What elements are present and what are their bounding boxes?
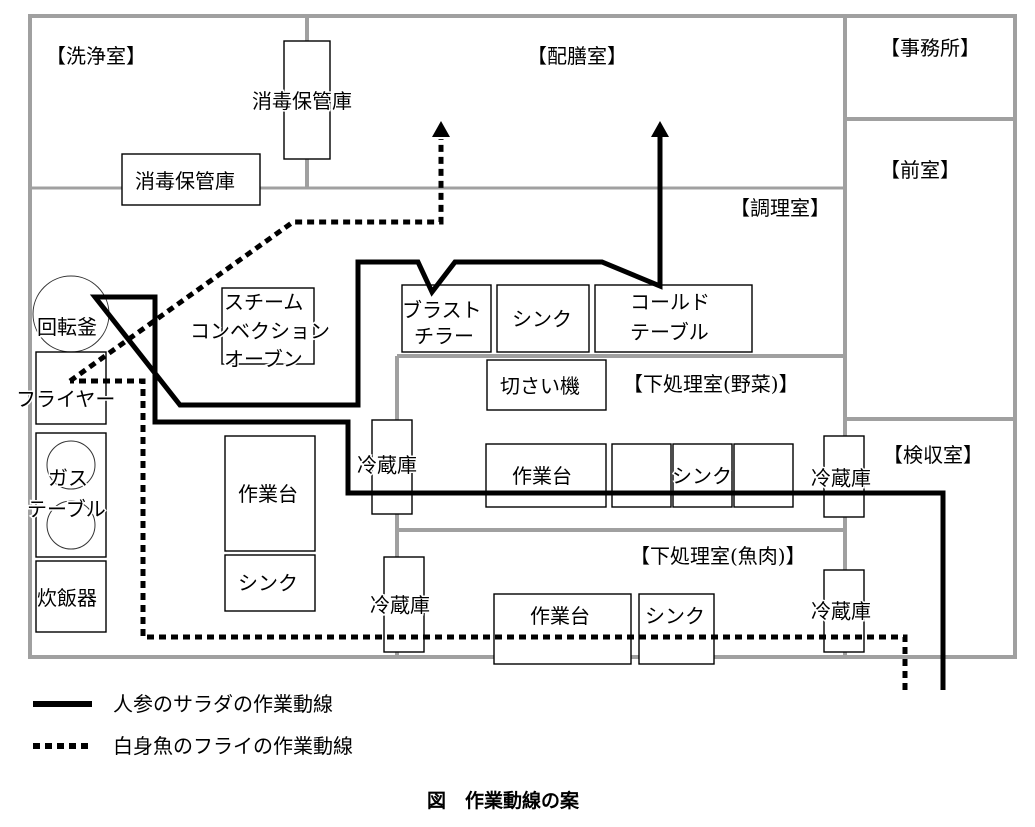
carrot-salad-arrowhead bbox=[651, 121, 669, 137]
steam-oven-label-2: コンベクション bbox=[190, 319, 330, 343]
blast-chiller-label-1: ブラスト bbox=[402, 298, 482, 322]
rice-cooker-label: 炊飯器 bbox=[37, 586, 97, 610]
equipment: 消毒保管庫 消毒保管庫 回転釜 フライヤー ガス テーブル 炊飯器 スチーム コ… bbox=[15, 40, 873, 665]
work-table-cooking bbox=[224, 435, 316, 552]
cold-table-label-2: テーブル bbox=[630, 320, 709, 344]
fridge-veg-left bbox=[371, 419, 413, 515]
room-labels: 【洗浄室】 【配膳室】 【事務所】 【前室】 【調理室】 【下処理室(野菜)】 … bbox=[46, 36, 983, 568]
gas-table-box bbox=[35, 432, 107, 558]
white-fish-fry-arrowhead bbox=[432, 121, 450, 137]
rice-cooker-box bbox=[35, 560, 107, 633]
work-table-fish bbox=[493, 593, 632, 665]
room-label-cooking: 【調理室】 bbox=[730, 196, 830, 220]
gas-burner-2 bbox=[46, 500, 96, 550]
steam-convection-oven-box bbox=[221, 287, 315, 365]
rotary-kettle-label: 回転釜 bbox=[37, 315, 97, 339]
sterile-storage-vertical bbox=[283, 40, 331, 160]
fridge-fish-right-label: 冷蔵庫 bbox=[811, 599, 871, 623]
room-label-serving: 【配膳室】 bbox=[527, 44, 627, 68]
fridge-veg-right bbox=[823, 435, 865, 518]
slicer-box bbox=[486, 359, 607, 411]
slicer-label: 切さい機 bbox=[500, 374, 580, 398]
work-table-veg bbox=[485, 443, 607, 508]
gas-table-label-1: ガス bbox=[48, 466, 88, 490]
sterile-storage-horizontal-label: 消毒保管庫 bbox=[135, 169, 235, 193]
work-table-veg-label: 作業台 bbox=[512, 464, 572, 488]
sink-veg-segment-3 bbox=[733, 443, 794, 508]
room-label-prep-fish: 【下処理室(魚肉)】 bbox=[630, 544, 806, 568]
gas-table-label-2: テーブル bbox=[27, 497, 106, 521]
room-label-office: 【事務所】 bbox=[880, 36, 980, 60]
sink-cooking bbox=[224, 554, 316, 612]
fridge-veg-left-label: 冷蔵庫 bbox=[357, 453, 417, 477]
sink-cooking-top-label: シンク bbox=[512, 307, 572, 331]
fryer-label: フライヤー bbox=[16, 387, 115, 411]
steam-oven-label-1: スチーム bbox=[224, 290, 303, 314]
room-label-anteroom: 【前室】 bbox=[880, 158, 960, 182]
carrot-salad-flow-line bbox=[89, 135, 946, 690]
legend-solid-label: 人参のサラダの作業動線 bbox=[113, 692, 333, 716]
sink-veg-label: シンク bbox=[672, 464, 732, 488]
sink-veg-segment-1 bbox=[611, 443, 672, 508]
white-fish-fry-flow-line-upper bbox=[68, 139, 444, 384]
sterile-storage-vertical-label: 消毒保管庫 bbox=[252, 89, 352, 113]
room-label-washing: 【洗浄室】 bbox=[46, 44, 146, 68]
sterile-storage-horizontal bbox=[121, 153, 261, 206]
blast-chiller-label-2: チラー bbox=[414, 324, 474, 348]
work-table-cooking-label: 作業台 bbox=[238, 482, 298, 506]
gas-burner-1 bbox=[46, 440, 96, 490]
sink-fish bbox=[638, 593, 715, 665]
fridge-veg-right-label: 冷蔵庫 bbox=[811, 466, 871, 490]
work-table-fish-label: 作業台 bbox=[530, 604, 590, 628]
legend-dotted-label: 白身魚のフライの作業動線 bbox=[113, 734, 353, 758]
sink-veg-segment-2 bbox=[672, 443, 733, 508]
sink-cooking-top bbox=[496, 284, 590, 353]
rotary-kettle-circle bbox=[32, 275, 110, 353]
cold-table-box bbox=[594, 284, 753, 353]
cold-table-label-1: コールド bbox=[630, 290, 710, 314]
legend: 人参のサラダの作業動線 白身魚のフライの作業動線 bbox=[33, 692, 353, 758]
sink-cooking-label: シンク bbox=[238, 571, 298, 595]
fridge-fish-left-label: 冷蔵庫 bbox=[370, 593, 430, 617]
white-fish-fry-flow-line bbox=[70, 378, 908, 690]
steam-oven-label-3: オーブン bbox=[224, 347, 303, 371]
room-label-prep-veg: 【下処理室(野菜)】 bbox=[623, 372, 799, 396]
blast-chiller-box bbox=[401, 284, 492, 353]
room-label-receiving: 【検収室】 bbox=[883, 443, 983, 467]
figure-caption: 図 作業動線の案 bbox=[427, 789, 580, 812]
sink-fish-label: シンク bbox=[645, 604, 705, 628]
flow-lines bbox=[68, 121, 946, 690]
